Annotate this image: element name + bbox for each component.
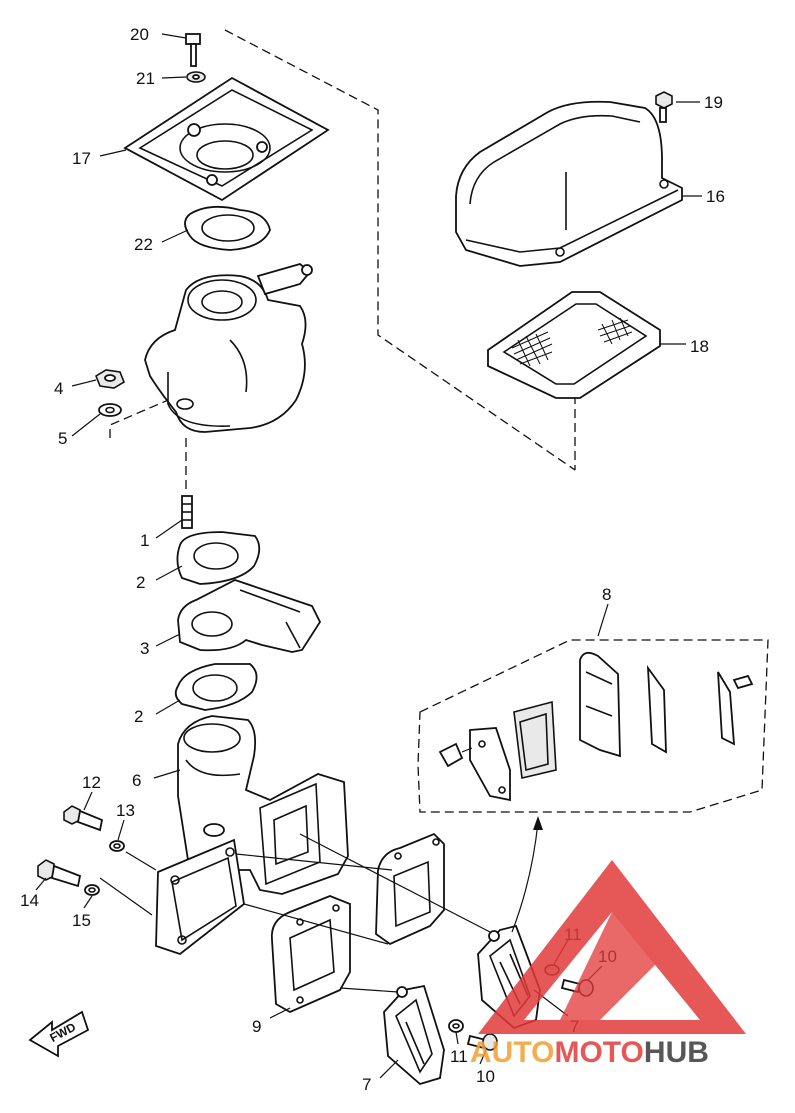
callout-11-bottom: 11 — [450, 1047, 468, 1066]
callout-4: 4 — [54, 379, 63, 398]
callout-17: 17 — [72, 149, 91, 168]
callout-5: 5 — [58, 429, 67, 448]
reed-valve-part-7-bottom — [383, 984, 445, 1086]
watermark-hub: HUB — [644, 1036, 709, 1069]
gasket-part-22 — [184, 205, 271, 251]
watermark-triangle-icon — [478, 860, 746, 1034]
bolt-part-14 — [37, 859, 82, 888]
washer-part-21 — [186, 71, 206, 83]
callout-9: 9 — [252, 1017, 261, 1036]
stud-part-1 — [181, 495, 193, 529]
bolt-part-19 — [655, 91, 673, 123]
silencer-cover-part-16 — [455, 100, 683, 267]
gasket-part-2-lower — [174, 663, 258, 711]
callout-13: 13 — [116, 801, 135, 820]
callout-3: 3 — [140, 639, 149, 658]
callout-16: 16 — [706, 187, 725, 206]
callout-18: 18 — [690, 337, 709, 356]
reed-plate-left — [155, 838, 245, 956]
cover-plate-part-17 — [123, 76, 330, 202]
filter-part-18 — [487, 291, 661, 399]
gasket-part-2-upper — [176, 531, 261, 585]
bracket-part-3 — [177, 579, 322, 653]
watermark-auto: AUTO — [470, 1036, 554, 1069]
callout-21: 21 — [136, 69, 155, 88]
callout-15: 15 — [72, 911, 91, 930]
carburetor-body — [144, 263, 313, 433]
callout-20: 20 — [130, 25, 149, 44]
callout-2-lower: 2 — [134, 707, 143, 726]
leader-lines — [35, 33, 702, 1079]
screw-part-10-bottom — [466, 1033, 498, 1051]
washer-part-15 — [84, 884, 100, 896]
callout-19: 19 — [704, 93, 723, 112]
callout-2-upper: 2 — [136, 573, 145, 592]
automotohub-watermark: AUTOMOTOHUB — [470, 860, 746, 1069]
gasket-part-9-front — [270, 895, 351, 1014]
callout-6: 6 — [132, 771, 141, 790]
callout-14: 14 — [20, 891, 39, 910]
callout-7-bottom: 7 — [362, 1075, 371, 1094]
callout-8: 8 — [602, 585, 611, 604]
callout-22: 22 — [134, 235, 153, 254]
callout-10-bottom: 10 — [476, 1067, 495, 1086]
callout-12: 12 — [82, 773, 101, 792]
watermark-moto: MOTO — [554, 1036, 643, 1069]
gasket-part-9-rear — [375, 832, 445, 946]
washer-part-11-bottom — [448, 1019, 464, 1033]
bolt-part-20 — [185, 33, 201, 67]
assembly-arrow — [511, 816, 543, 933]
nut-part-4 — [95, 369, 125, 389]
washer-part-13 — [109, 840, 125, 852]
forward-direction-arrow-icon: FWD — [28, 1010, 90, 1058]
washer-part-5 — [98, 403, 122, 417]
reed-valve-assembly-part-8 — [438, 651, 754, 802]
bolt-part-12 — [63, 805, 104, 832]
callout-1: 1 — [140, 531, 149, 550]
watermark-word: AUTOMOTOHUB — [470, 1036, 709, 1069]
